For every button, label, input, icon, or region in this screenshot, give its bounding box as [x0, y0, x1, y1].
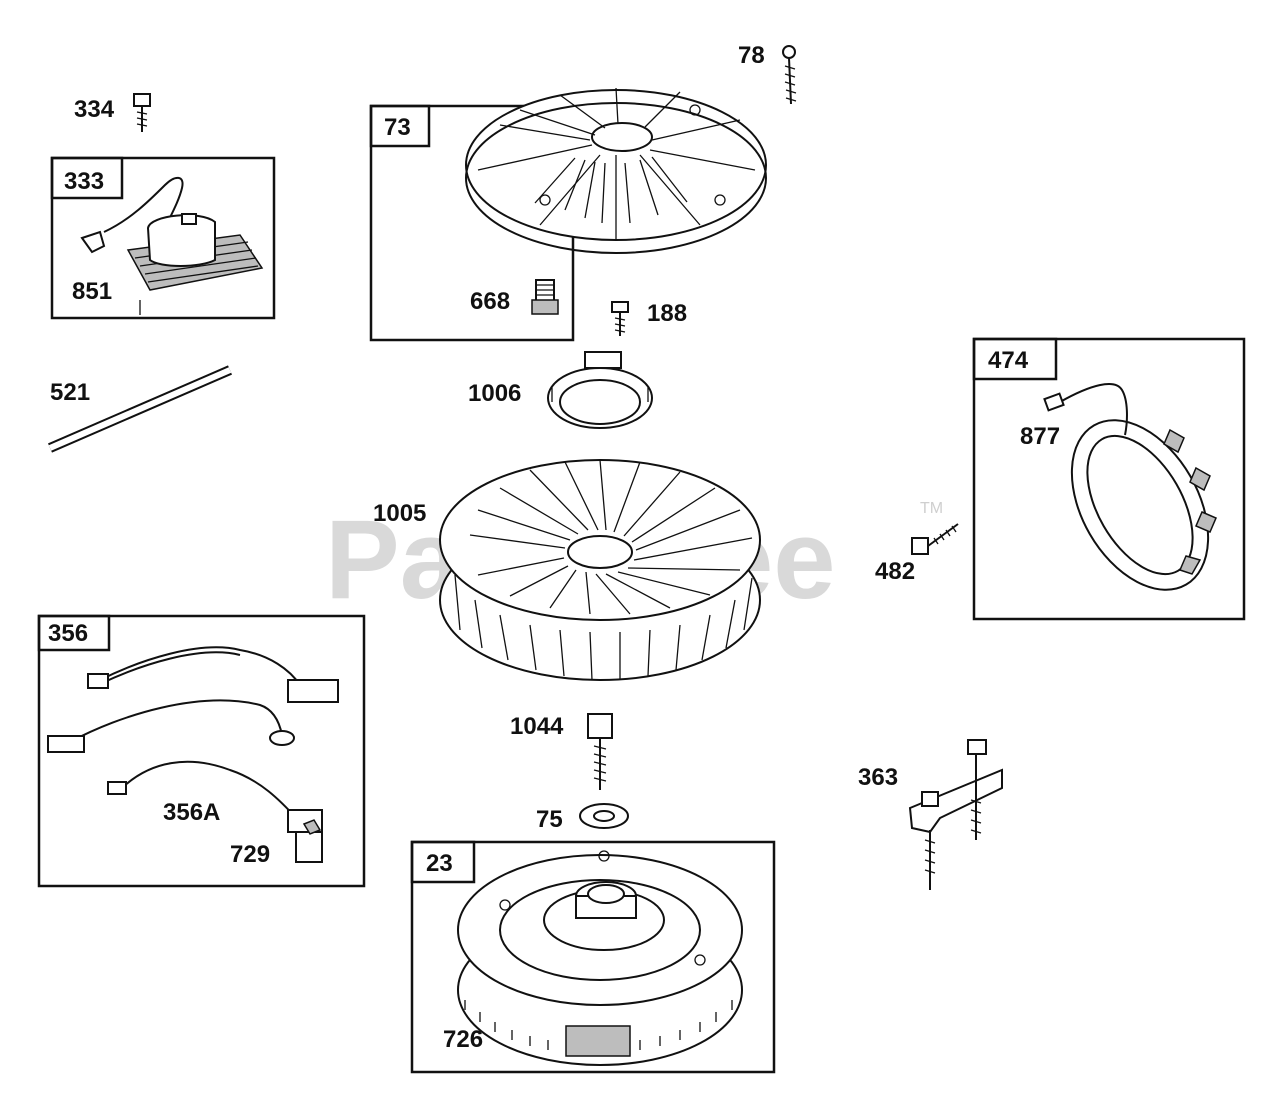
box-23 — [410, 840, 776, 1074]
box-73-tab — [369, 104, 431, 148]
stud-668-part[interactable] — [531, 279, 559, 315]
callout-521[interactable]: 521 — [50, 379, 90, 406]
callout-363[interactable]: 363 — [858, 764, 898, 791]
box-333 — [50, 156, 276, 320]
callout-78[interactable]: 78 — [738, 42, 765, 69]
bolt-334-part[interactable] — [133, 93, 151, 132]
box-23-tab — [410, 840, 476, 884]
callouts: 78 334 73 333 851 668 188 521 474 1006 8… — [48, 42, 1060, 1053]
callout-333[interactable]: 333 — [64, 168, 104, 195]
callout-334[interactable]: 334 — [74, 96, 115, 123]
callout-356a[interactable]: 356A — [163, 799, 220, 826]
callout-1005[interactable]: 1005 — [373, 500, 426, 527]
callout-668[interactable]: 668 — [470, 288, 510, 315]
callout-23[interactable]: 23 — [426, 850, 453, 877]
flywheel-23-part[interactable] — [457, 850, 743, 1066]
blower-housing-73-part[interactable] — [465, 87, 767, 254]
callout-1044[interactable]: 1044 — [510, 713, 564, 740]
flywheel-nut-1044-part[interactable] — [587, 713, 613, 790]
wiring-harness-356-part[interactable] — [47, 646, 339, 833]
ring-1006-part[interactable] — [547, 351, 653, 429]
armature-333-part[interactable] — [80, 176, 264, 291]
callout-73[interactable]: 73 — [384, 114, 411, 141]
callout-729[interactable]: 729 — [230, 841, 270, 868]
screw-78-part[interactable] — [782, 45, 797, 105]
watermark-trademark: TM — [920, 500, 943, 517]
box-356 — [37, 614, 366, 888]
callout-1006[interactable]: 1006 — [468, 380, 521, 407]
callout-726[interactable]: 726 — [443, 1026, 483, 1053]
washer-75-part[interactable] — [579, 803, 629, 829]
callout-75[interactable]: 75 — [536, 806, 563, 833]
box-474-tab — [972, 337, 1058, 381]
stator-474-part[interactable] — [1043, 383, 1236, 614]
box-474 — [972, 337, 1246, 621]
box-356-tab — [37, 614, 111, 652]
callout-188[interactable]: 188 — [647, 300, 687, 327]
bolt-482-part[interactable] — [911, 523, 959, 555]
callout-474[interactable]: 474 — [988, 347, 1029, 374]
terminal-729-part[interactable] — [295, 819, 323, 863]
callout-356[interactable]: 356 — [48, 620, 88, 647]
callout-877[interactable]: 877 — [1020, 423, 1060, 450]
callout-482[interactable]: 482 — [875, 558, 915, 585]
box-333-tab — [50, 156, 124, 200]
flywheel-fan-1005-part[interactable] — [439, 459, 761, 681]
screw-188-part[interactable] — [611, 301, 629, 336]
callout-851[interactable]: 851 — [72, 278, 112, 305]
tube-521-part[interactable] — [48, 365, 232, 453]
bracket-363-part[interactable] — [908, 739, 1003, 890]
